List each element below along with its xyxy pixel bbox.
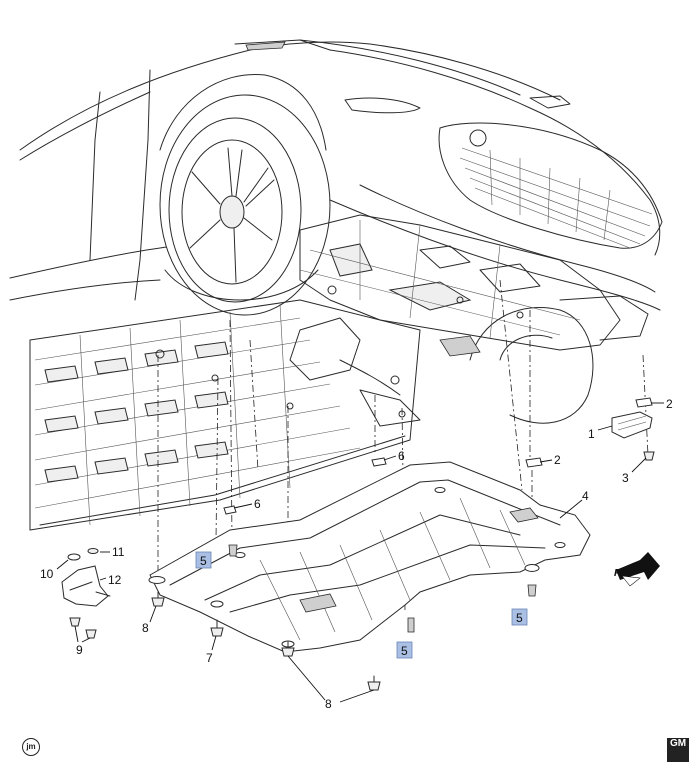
- pin-5c: [527, 584, 537, 597]
- nut-11: [87, 548, 99, 554]
- fasteners: [67, 397, 655, 691]
- bolt-7: [210, 619, 224, 637]
- bolt-9a: [69, 617, 81, 627]
- callouts: 1 2 2 3 4 6 6 7 8 8 9 10 11 12: [40, 397, 673, 711]
- callout-11: 11: [112, 545, 125, 559]
- callout-12: 12: [108, 573, 122, 587]
- clip-2b: [635, 397, 653, 408]
- floor-pan: [29, 299, 421, 531]
- callout-3: 3: [622, 471, 629, 485]
- right-wheel: [469, 306, 594, 424]
- bolt-9b: [85, 629, 97, 639]
- front-arrow-icon: FRT: [614, 552, 660, 587]
- callout-5b: 5: [401, 644, 408, 658]
- callout-4: 4: [582, 489, 589, 503]
- callout-7: 7: [206, 651, 213, 665]
- callout-box-5b: [396, 641, 413, 659]
- pin-5a: [228, 544, 238, 557]
- jm-mark-icon: jm: [22, 738, 40, 756]
- callout-2a: 2: [666, 397, 673, 411]
- front-wheel: [159, 73, 331, 316]
- callout-10: 10: [40, 567, 54, 581]
- deflector-bracket: [611, 411, 653, 439]
- underbody-shield: [148, 461, 591, 653]
- clip-2a: [525, 457, 543, 468]
- callout-8a: 8: [142, 621, 149, 635]
- bolt-8a: [151, 591, 165, 607]
- engine-compartment: [289, 214, 649, 427]
- washer-10: [67, 553, 81, 561]
- pin-5b: [407, 617, 415, 633]
- gm-logo: GM: [667, 738, 689, 762]
- clip-6a: [371, 457, 387, 467]
- callout-5a: 5: [200, 554, 207, 568]
- vehicle-body: [9, 39, 663, 311]
- bolt-8c: [367, 675, 381, 691]
- callout-2b: 2: [554, 453, 561, 467]
- callout-1: 1: [588, 427, 595, 441]
- boxed-callouts: 5 5 5: [195, 551, 528, 659]
- callout-6a: 6: [398, 449, 405, 463]
- gm-logo-text: GM: [669, 738, 687, 749]
- clip-6b: [223, 505, 237, 515]
- leader-lines: [56, 402, 664, 703]
- callout-5c: 5: [516, 611, 523, 625]
- callout-8b: 8: [325, 697, 332, 711]
- bolt-3: [643, 451, 655, 461]
- callout-6b: 6: [254, 497, 261, 511]
- front-indicator-label: FRT: [614, 568, 634, 579]
- callout-box-5a: [195, 551, 212, 569]
- side-bracket: [61, 565, 111, 607]
- callout-9: 9: [76, 643, 83, 657]
- bolt-8b: [281, 641, 295, 657]
- callout-box-5c: [511, 608, 528, 626]
